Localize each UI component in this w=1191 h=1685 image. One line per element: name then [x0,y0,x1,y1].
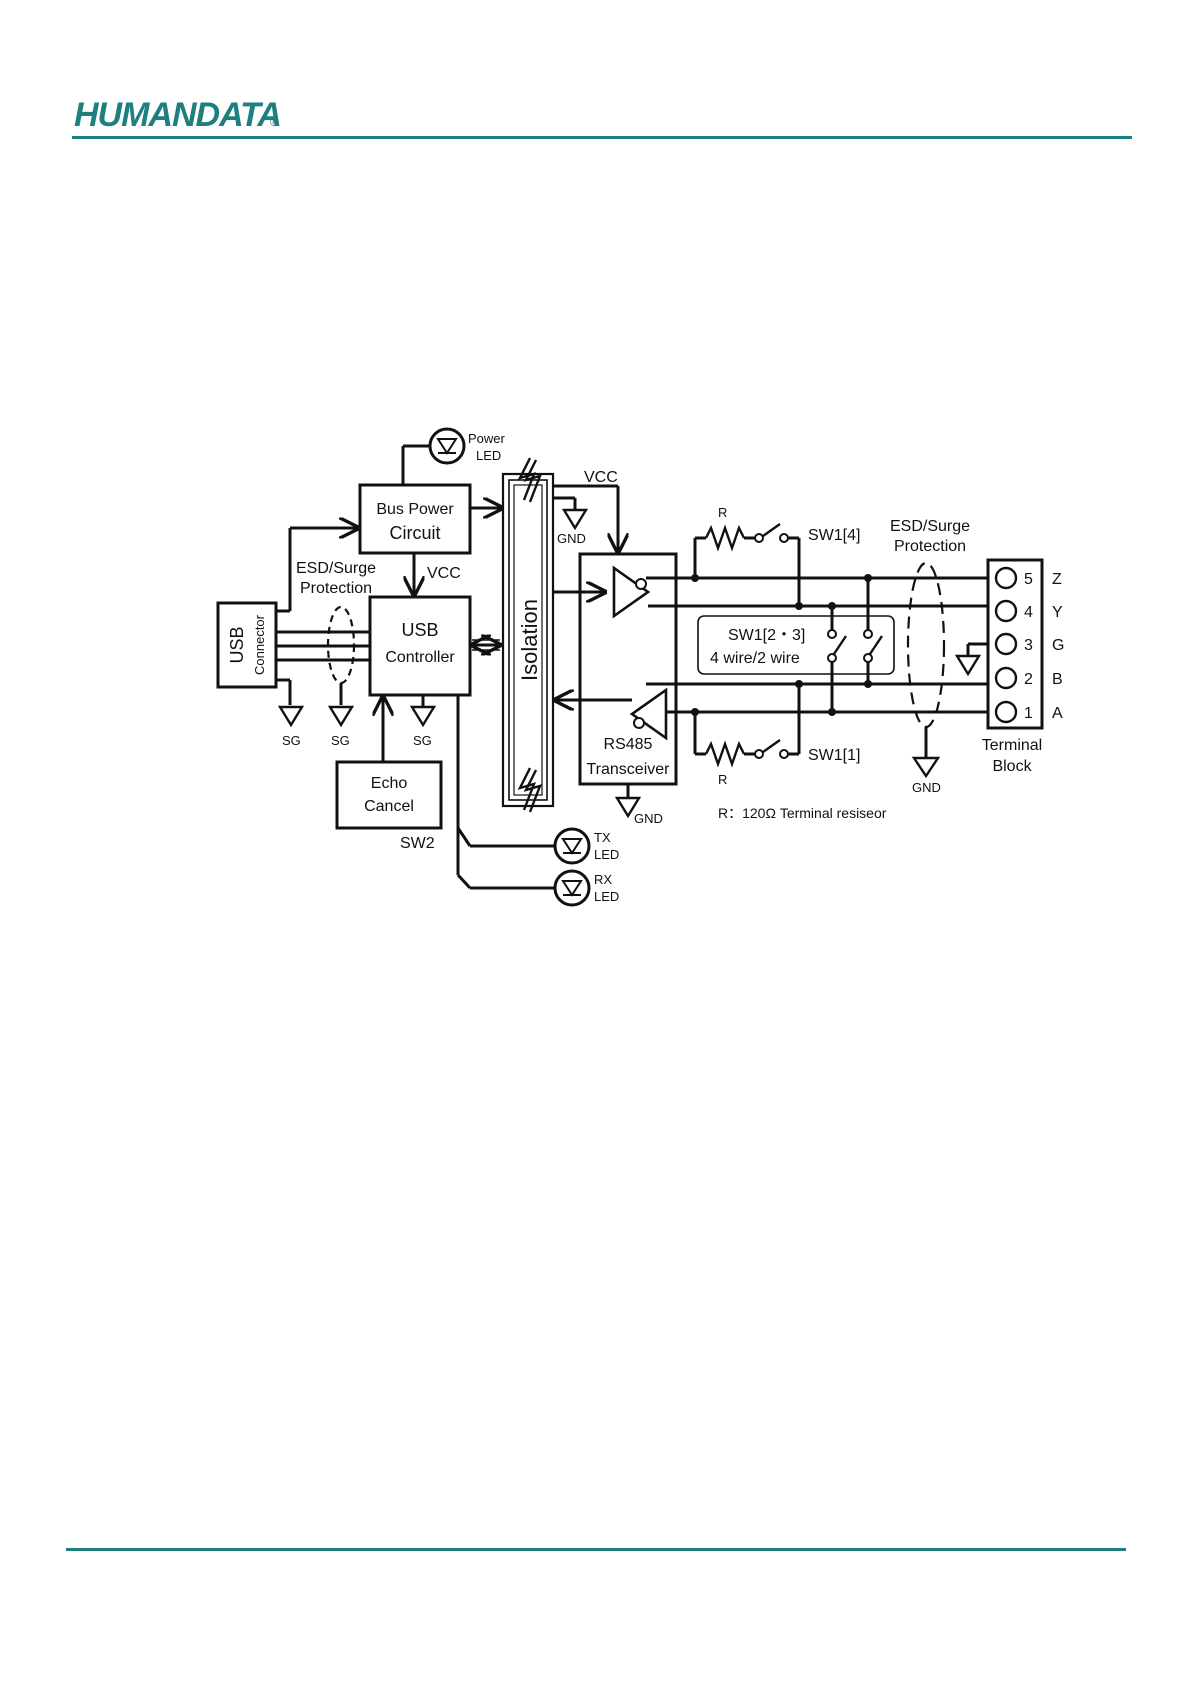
terminal-pin: 4 Y [996,601,1063,621]
bus-power-label-1: Bus Power [376,501,454,518]
terminal-num-3: 3 [1024,637,1033,654]
terminal-name-y: Y [1052,604,1063,621]
terminal-num-2: 2 [1024,671,1033,688]
terminal-pin: 2 B [996,668,1063,688]
usb-bus-lines [276,528,370,705]
usb-connector-block: USB Connector [218,603,276,687]
vcc-label-right: VCC [584,469,618,486]
power-led-label-1: Power [468,431,506,446]
usb-controller-label-2: Controller [385,649,455,666]
terminal-pin: 5 Z [996,568,1062,588]
isolation-power: VCC GND [553,469,618,552]
terminal-g-ground [957,644,988,674]
terminal-pin: 1 A [996,702,1063,722]
isolation-label: Isolation [517,599,542,681]
terminal-block-label-1: Terminal [982,737,1042,754]
tx-led-label-1: TX [594,830,611,845]
sg-grounds: SG SG SG [280,695,434,748]
sg-label-2: SG [331,733,350,748]
esd-left-label-2: Protection [300,580,372,597]
terminal-num-4: 4 [1024,604,1033,621]
rx-led-label-1: RX [594,872,612,887]
bus-power-label-2: Circuit [389,523,440,543]
sw1-2-3-switch: SW1[2・3] 4 wire/2 wire [698,578,894,712]
terminal-name-z: Z [1052,571,1062,588]
terminal-num-1: 1 [1024,705,1033,722]
sg-label-3: SG [413,733,432,748]
resistor-label-top: R [718,505,727,520]
power-led-label-2: LED [476,448,501,463]
usb-connector-label-2: Connector [252,614,267,675]
terminator-bottom: R SW1[1] [695,684,860,787]
terminal-name-g: G [1052,637,1064,654]
terminal-num-5: 5 [1024,571,1033,588]
resistor-note: R：120Ω Terminal resiseor [718,805,887,821]
rs485-label-1: RS485 [604,736,653,753]
terminator-top: R SW1[4] [695,505,860,606]
sw-box-label-1: SW1[2・3] [728,627,805,644]
resistor-label-bottom: R [718,772,727,787]
footer-divider [66,1548,1126,1551]
power-led: Power LED [403,429,506,485]
sg-label-1: SG [282,733,301,748]
tx-led-label-2: LED [594,847,619,862]
usb-controller-label-1: USB [401,620,438,640]
echo-cancel-label-2: Cancel [364,798,414,815]
vcc-label-left: VCC [427,565,461,582]
gnd-label-esd: GND [912,780,941,795]
terminal-name-b: B [1052,671,1063,688]
rx-led-label-2: LED [594,889,619,904]
terminal-pin: 3 G [996,634,1064,654]
esd-right-label-1: ESD/Surge [890,518,970,535]
terminal-name-a: A [1052,705,1063,722]
terminal-block: Terminal Block 5 Z 4 Y 3 G 2 B 1 A [982,560,1065,775]
gnd-label-rs485: GND [634,811,663,826]
sw1-4-label: SW1[4] [808,527,860,544]
esd-left-label-1: ESD/Surge [296,560,376,577]
gnd-label-top: GND [557,531,586,546]
sw-box-label-2: 4 wire/2 wire [710,650,800,667]
usb-connector-label-1: USB [227,626,247,663]
sw2-label: SW2 [400,835,435,852]
terminal-block-label-2: Block [992,758,1032,775]
bus-power-block: Bus Power Circuit [360,485,470,553]
esd-right-label-2: Protection [894,538,966,555]
sw1-1-label: SW1[1] [808,747,860,764]
echo-cancel-label-1: Echo [371,775,408,792]
isolation-block: Isolation [470,458,553,812]
rs485-label-2: Transceiver [587,761,671,778]
usb-controller-block: USB Controller VCC [370,553,470,695]
rs485-transceiver-block: RS485 Transceiver GND [553,554,676,826]
